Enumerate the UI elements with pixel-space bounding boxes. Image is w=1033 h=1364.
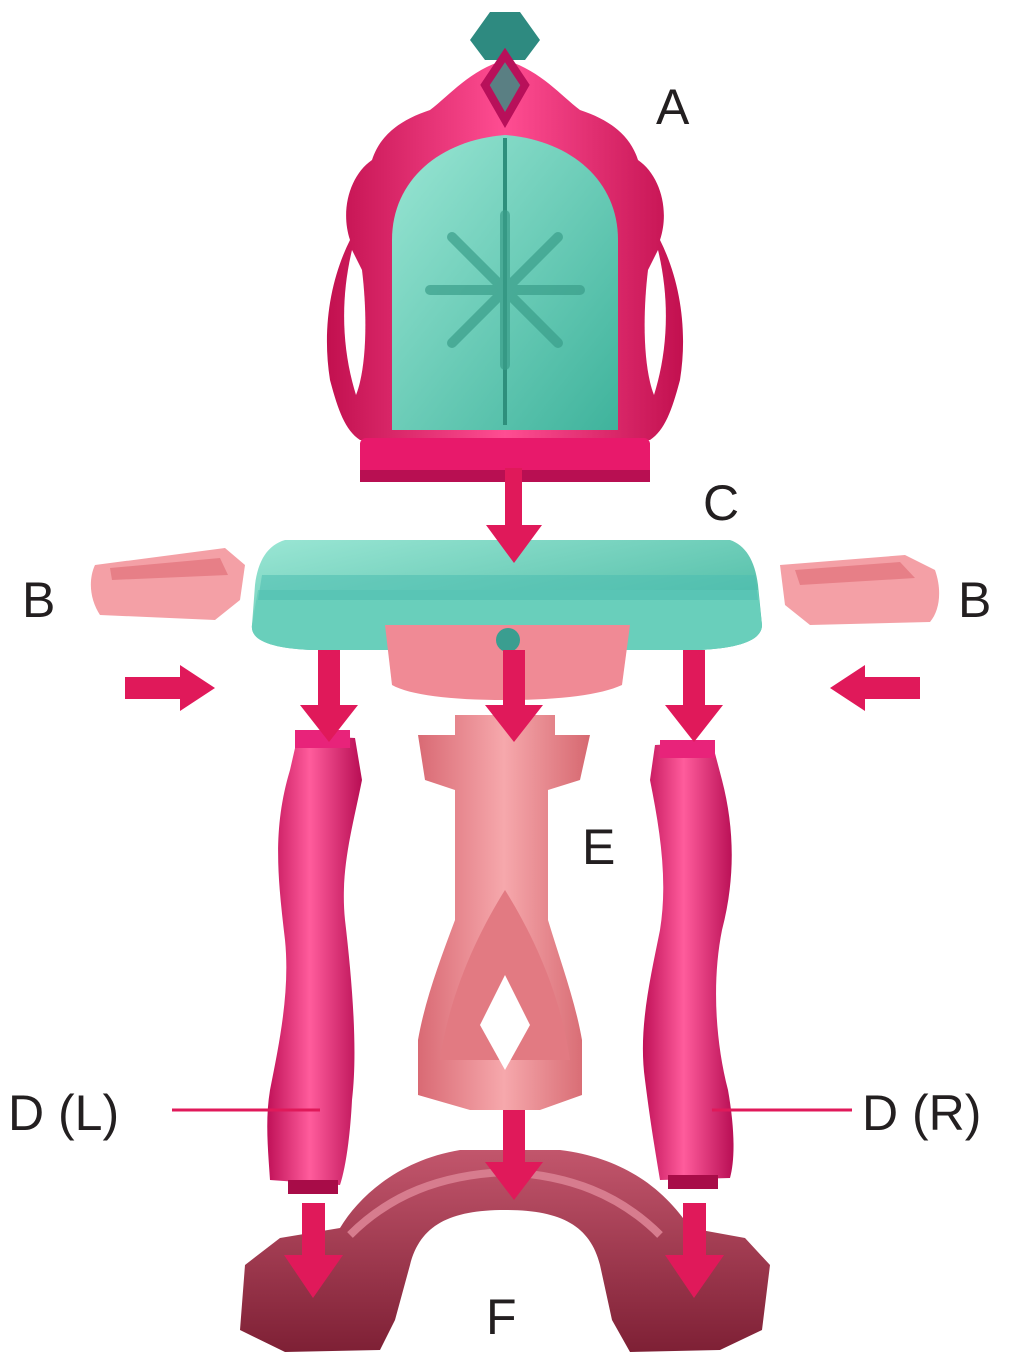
label-c: C	[703, 478, 739, 528]
part-d-leg-right	[643, 740, 734, 1189]
part-e-pedestal	[418, 715, 590, 1110]
label-b-left: B	[22, 575, 55, 625]
label-b-right: B	[958, 575, 991, 625]
part-b-tray-left	[91, 548, 245, 620]
label-a: A	[656, 82, 689, 132]
label-f: F	[486, 1292, 517, 1342]
label-d-right: D (R)	[862, 1088, 981, 1138]
part-a-mirror	[327, 12, 683, 482]
label-e: E	[582, 822, 615, 872]
part-d-leg-left	[267, 730, 362, 1194]
label-d-left: D (L)	[8, 1088, 119, 1138]
part-b-tray-right	[780, 555, 939, 625]
arrow-c-to-leg-left	[300, 650, 358, 742]
arrow-c-to-leg-right	[665, 650, 723, 742]
arrow-tray-left	[125, 665, 215, 711]
arrow-tray-right	[830, 665, 920, 711]
